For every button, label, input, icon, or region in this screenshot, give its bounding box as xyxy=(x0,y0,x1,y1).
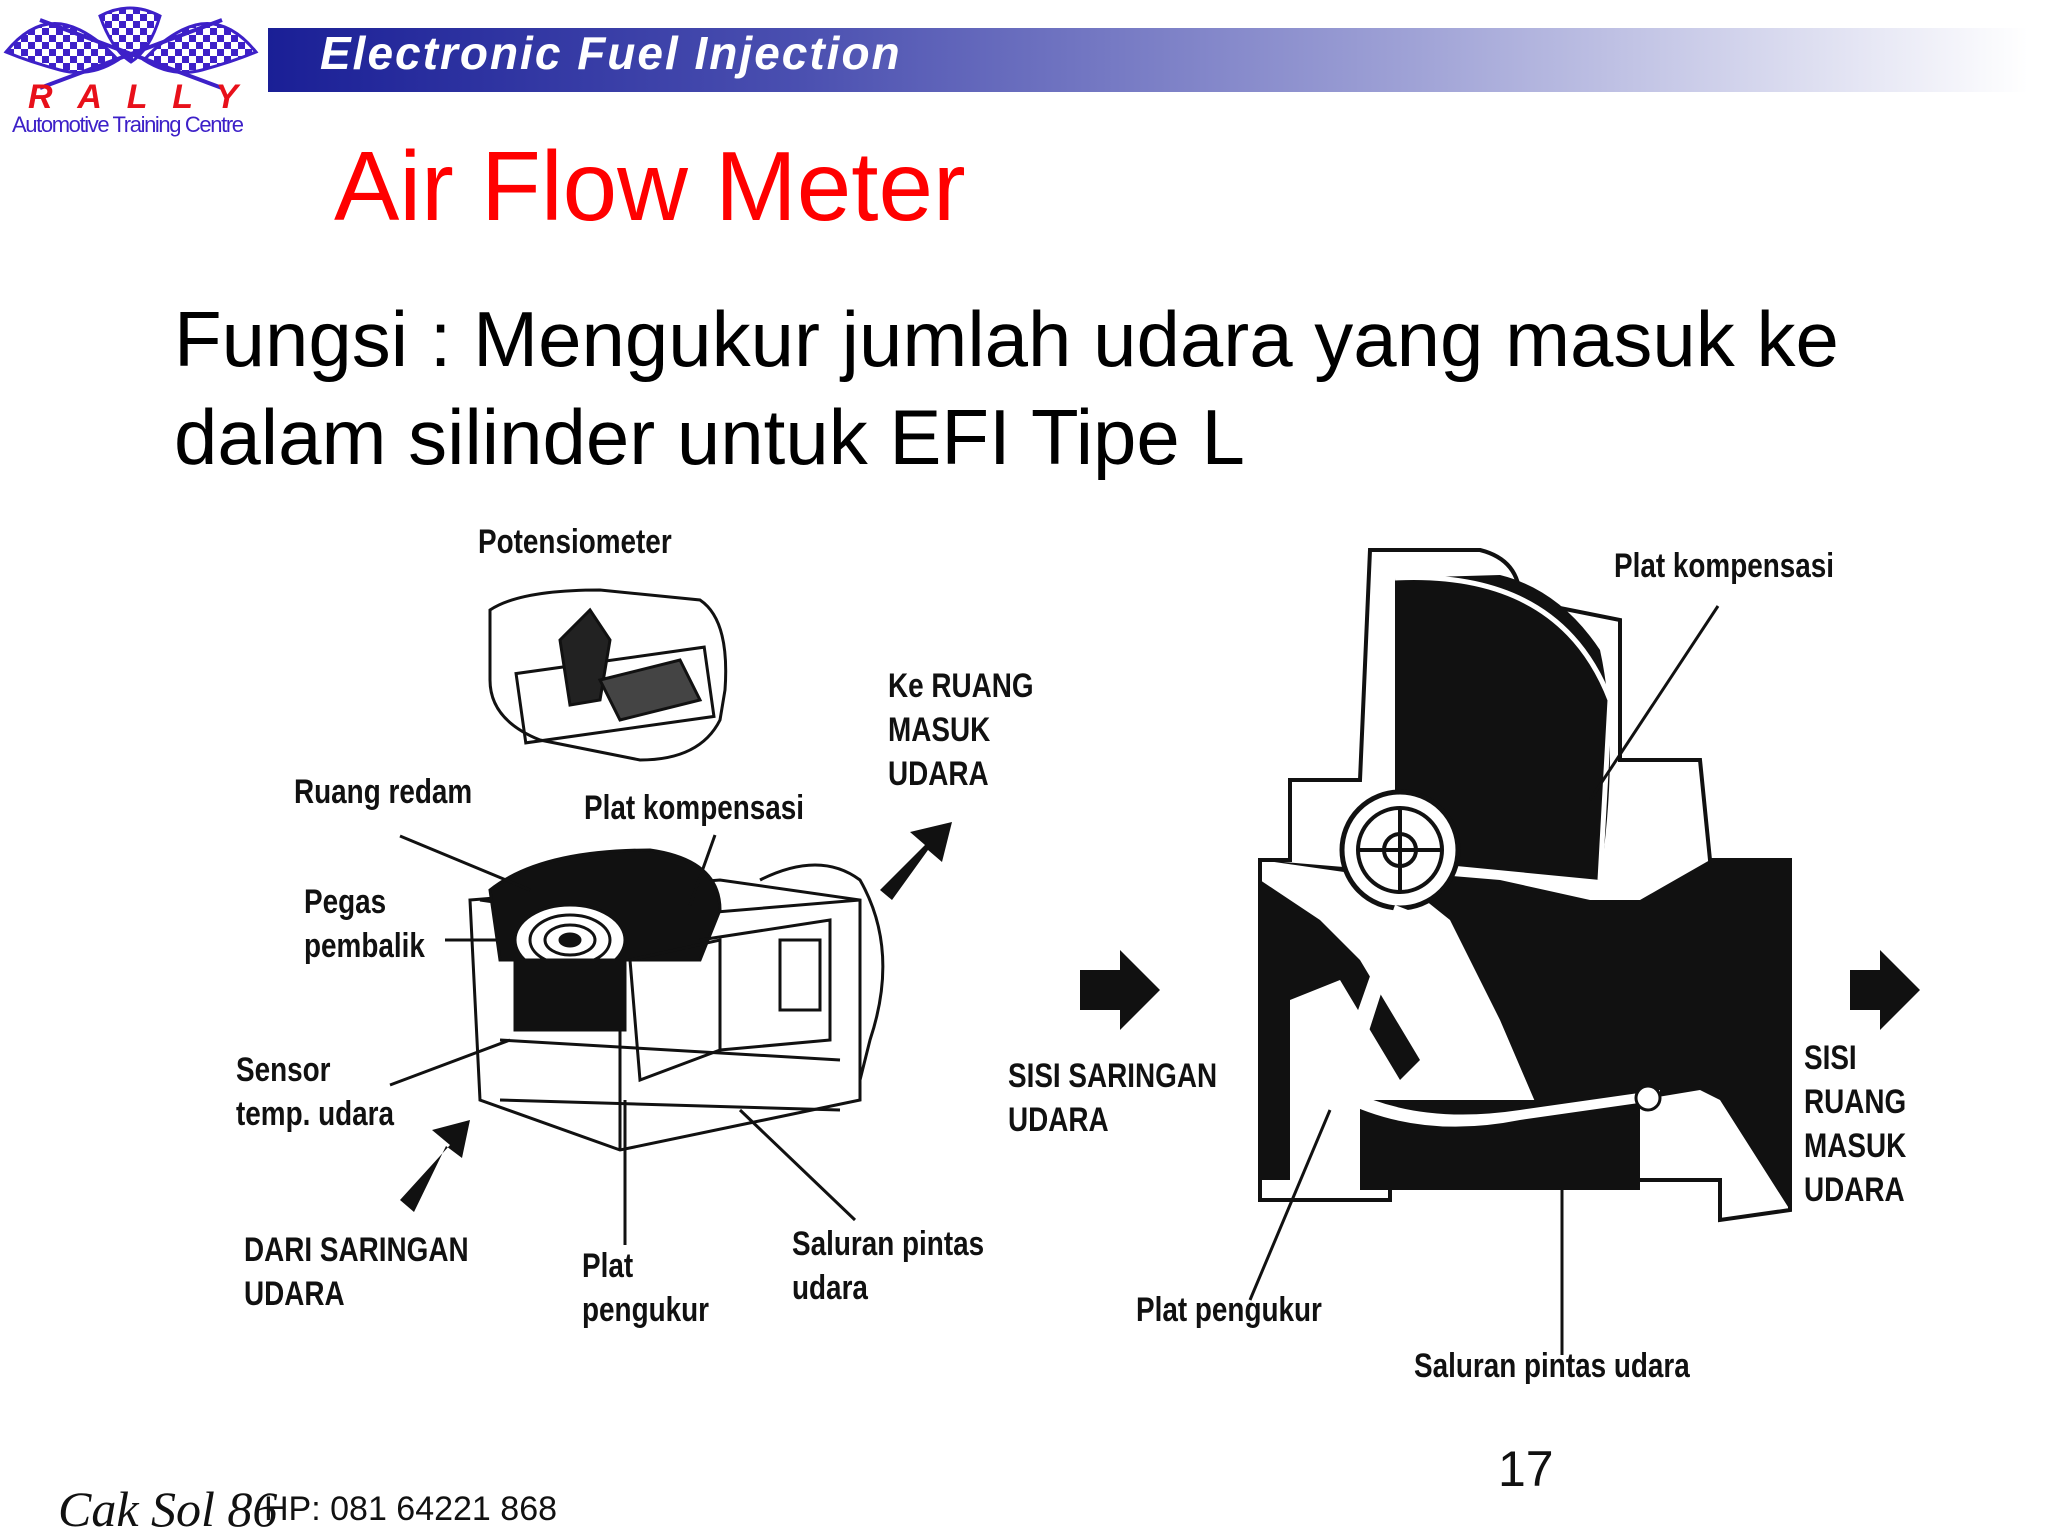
footer-phone: HP: 081 64221 868 xyxy=(264,1490,558,1528)
label-plat-pengukur-left: Plat pengukur xyxy=(582,1247,710,1329)
slide-body: Fungsi : Mengukur jumlah udara yang masu… xyxy=(174,295,1839,481)
label-ruang-redam: Ruang redam xyxy=(294,773,473,811)
label-sisi-ruang: SISI RUANG MASUK UDARA xyxy=(1804,1039,1907,1209)
label-potensiometer: Potensiometer xyxy=(478,523,672,561)
page-number: 17 xyxy=(1498,1441,1554,1497)
header-bar xyxy=(268,28,2028,92)
label-sensor: Sensor temp. udara xyxy=(236,1051,395,1133)
intake-arrow-icon xyxy=(400,1120,470,1212)
inlet-arrow-icon xyxy=(1080,950,1160,1030)
label-dari-saringan: DARI SARINGAN UDARA xyxy=(244,1231,469,1313)
label-plat-pengukur-right: Plat pengukur xyxy=(1136,1291,1322,1329)
left-cutaway-diagram xyxy=(389,588,885,1245)
right-cross-section-diagram xyxy=(1248,548,1792,1355)
logo-subtitle: Automotive Training Centre xyxy=(12,112,244,137)
label-plat-kompensasi-right: Plat kompensasi xyxy=(1614,547,1835,585)
label-sisi-saringan: SISI SARINGAN UDARA xyxy=(1008,1057,1218,1139)
rally-logo: RALLY Automotive Training Centre xyxy=(0,0,262,140)
label-saluran-right: Saluran pintas udara xyxy=(1414,1347,1690,1385)
outlet-arrow-icon xyxy=(880,822,952,900)
label-plat-kompensasi-left: Plat kompensasi xyxy=(584,789,805,827)
label-saluran-left: Saluran pintas udara xyxy=(792,1225,985,1307)
label-pegas: Pegas pembalik xyxy=(304,883,425,965)
checkered-flags-icon: RALLY Automotive Training Centre xyxy=(3,6,259,137)
exit-arrow-icon xyxy=(1850,950,1920,1030)
header-title: Electronic Fuel Injection xyxy=(320,27,902,79)
slide-title: Air Flow Meter xyxy=(334,131,966,241)
footer-signature: Cak Sol 86 xyxy=(58,1481,278,1537)
label-ke-ruang: Ke RUANG MASUK UDARA xyxy=(888,667,1034,793)
